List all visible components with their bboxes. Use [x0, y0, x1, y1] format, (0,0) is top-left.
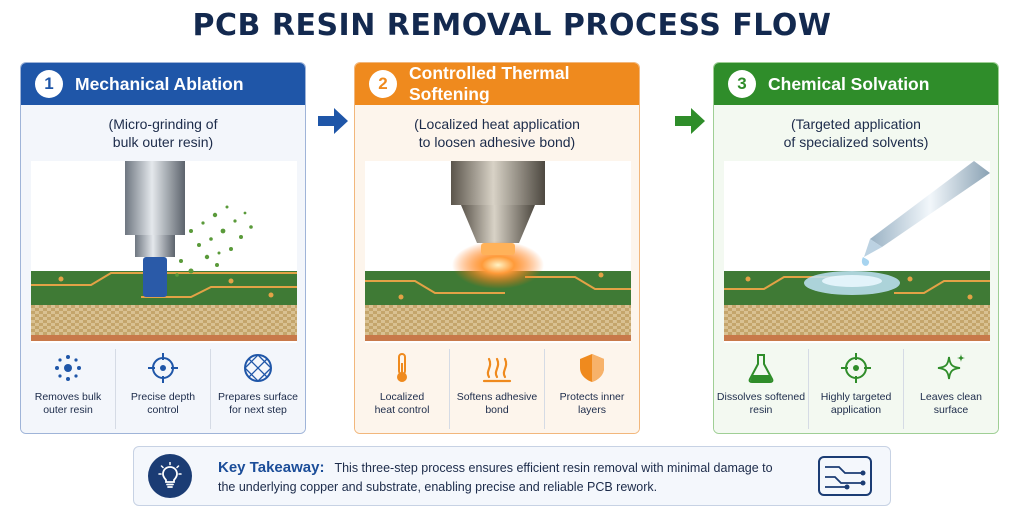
- key-takeaway-box: Key Takeaway:This three-step process ens…: [133, 446, 891, 506]
- grinding-tool-illustration: [31, 161, 297, 343]
- feature-item: Removes bulk outer resin: [21, 349, 116, 429]
- step-panel-chemical-solvation: 3 Chemical Solvation (Targeted applicati…: [713, 62, 999, 434]
- step-title: Mechanical Ablation: [75, 73, 244, 94]
- step-caption: (Localized heat application to loosen ad…: [414, 116, 580, 150]
- step-title: Chemical Solvation: [768, 73, 930, 94]
- step-caption: (Micro-grinding of bulk outer resin): [108, 116, 218, 150]
- step-header: 2 Controlled Thermal Softening: [355, 63, 639, 105]
- feature-item: Protects inner layers: [545, 349, 639, 429]
- feature-label: Leaves clean surface: [920, 391, 982, 416]
- mesh-sphere-icon: [244, 354, 272, 382]
- feature-label: Prepares surface for next step: [218, 391, 298, 416]
- feature-label: Precise depth control: [130, 391, 196, 416]
- feature-label: Dissolves softened resin: [716, 391, 806, 416]
- step-header: 3 Chemical Solvation: [714, 63, 998, 105]
- circuit-board-icon: [818, 456, 872, 496]
- particles-burst-icon: [55, 355, 81, 381]
- step-title: Controlled Thermal Softening: [409, 63, 570, 104]
- page-title: PCB RESIN REMOVAL PROCESS FLOW: [192, 8, 832, 43]
- step-panel-mechanical-ablation: 1 Mechanical Ablation (Micro-grinding of…: [20, 62, 306, 434]
- sparkle-icon: [937, 354, 965, 380]
- step-number-badge: 2: [369, 70, 397, 98]
- step-panel-thermal-softening: 2 Controlled Thermal Softening (Localize…: [354, 62, 640, 434]
- feature-label: Removes bulk outer resin: [34, 391, 102, 416]
- feature-label: Softens adhesive bond: [456, 391, 538, 416]
- flow-arrow-icon: [675, 108, 705, 134]
- flask-icon: [748, 354, 774, 383]
- crosshair-target-icon: [841, 353, 871, 383]
- feature-item: Softens adhesive bond: [450, 349, 545, 429]
- step-caption: (Targeted application of specialized sol…: [783, 116, 929, 150]
- step-header: 1 Mechanical Ablation: [21, 63, 305, 105]
- lightbulb-icon: [148, 454, 192, 498]
- thermometer-icon: [397, 353, 407, 382]
- feature-item: Leaves clean surface: [904, 349, 998, 429]
- feature-item: Localized heat control: [355, 349, 450, 429]
- feature-item: Precise depth control: [116, 349, 211, 429]
- takeaway-text: This three-step process ensures efficien…: [218, 461, 773, 494]
- takeaway-text-block: Key Takeaway:This three-step process ens…: [218, 458, 778, 497]
- solvent-dropper-illustration: [724, 161, 990, 343]
- takeaway-label: Key Takeaway:: [218, 459, 325, 476]
- shield-icon: [580, 354, 604, 382]
- feature-label: Protects inner layers: [559, 391, 625, 416]
- feature-label: Highly targeted application: [820, 391, 892, 416]
- step-number-badge: 3: [728, 70, 756, 98]
- heat-nozzle-illustration: [365, 161, 631, 343]
- flow-arrow-icon: [318, 108, 348, 134]
- crosshair-target-icon: [148, 353, 178, 383]
- feature-label: Localized heat control: [374, 391, 430, 416]
- heat-waves-icon: [482, 357, 512, 383]
- feature-item: Highly targeted application: [809, 349, 904, 429]
- feature-item: Dissolves softened resin: [714, 349, 809, 429]
- step-number-badge: 1: [35, 70, 63, 98]
- feature-item: Prepares surface for next step: [211, 349, 305, 429]
